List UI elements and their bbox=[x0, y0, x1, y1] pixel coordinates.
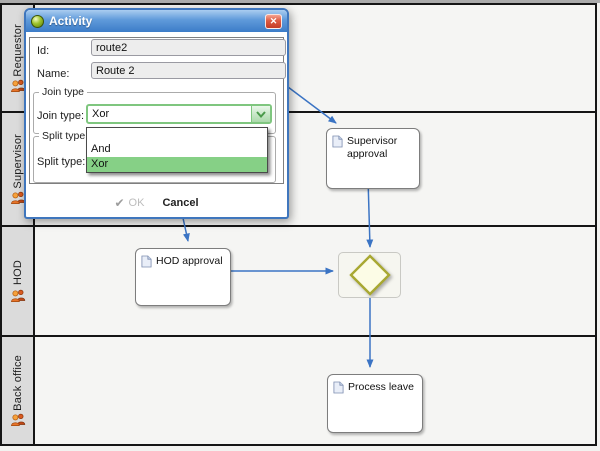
xor-gateway-diamond-icon bbox=[349, 254, 391, 296]
node-gateway[interactable] bbox=[338, 252, 401, 298]
node-hod-approval[interactable]: HOD approval bbox=[135, 248, 231, 306]
lane-label: Requestor bbox=[11, 23, 24, 77]
dialog-body: Id: Name: Join type Join type: Xor Split… bbox=[26, 32, 287, 217]
users-icon bbox=[10, 289, 25, 302]
top-edge-strip bbox=[0, 0, 600, 3]
activity-icon bbox=[31, 14, 44, 28]
lane-back-office: Back office bbox=[2, 335, 595, 444]
combo-trigger[interactable] bbox=[251, 106, 270, 122]
join-type-value: Xor bbox=[92, 108, 110, 120]
lane-body-hod[interactable] bbox=[35, 227, 595, 335]
dialog-footer: ✔ OK Cancel bbox=[26, 196, 287, 210]
users-icon bbox=[10, 414, 25, 427]
cancel-button-label: Cancel bbox=[162, 197, 199, 209]
split-type-label: Split type: bbox=[37, 156, 86, 168]
node-label: HOD approval bbox=[156, 255, 223, 267]
lane-label: Supervisor bbox=[11, 133, 24, 189]
name-label: Name: bbox=[37, 68, 70, 80]
lane-header-hod[interactable]: HOD bbox=[2, 227, 35, 335]
task-document-icon bbox=[333, 381, 344, 394]
users-icon bbox=[10, 192, 25, 205]
split-type-legend: Split type bbox=[39, 130, 89, 142]
id-label: Id: bbox=[37, 45, 50, 57]
cancel-button[interactable]: Cancel bbox=[162, 197, 198, 209]
lane-hod: HOD bbox=[2, 225, 595, 335]
dropdown-option-blank[interactable] bbox=[87, 128, 267, 142]
name-input[interactable] bbox=[91, 62, 286, 79]
lane-header-back-office[interactable]: Back office bbox=[2, 337, 35, 444]
dropdown-option-and[interactable]: And bbox=[91, 143, 111, 155]
close-icon[interactable]: ✕ bbox=[265, 14, 282, 29]
task-document-icon bbox=[141, 255, 152, 268]
task-document-icon bbox=[332, 135, 343, 148]
lane-body-back-office[interactable] bbox=[35, 337, 595, 444]
dialog-title: Activity bbox=[49, 14, 93, 28]
node-process-leave[interactable]: Process leave bbox=[327, 374, 423, 433]
join-type-dropdown-list: And Xor bbox=[86, 127, 268, 173]
ok-button[interactable]: ✔ OK bbox=[114, 196, 144, 210]
check-icon: ✔ bbox=[114, 196, 125, 210]
join-type-combobox[interactable]: Xor bbox=[86, 104, 272, 124]
node-label: Process leave bbox=[348, 381, 414, 393]
join-type-legend: Join type bbox=[39, 86, 88, 98]
chevron-down-icon bbox=[256, 110, 266, 118]
node-label: Supervisor approval bbox=[347, 135, 398, 161]
lane-label: Back office bbox=[11, 354, 24, 411]
lane-label: HOD bbox=[11, 260, 24, 286]
id-input[interactable] bbox=[91, 39, 286, 56]
activity-dialog: Activity ✕ Id: Name: Join type Join type… bbox=[24, 8, 289, 219]
dialog-titlebar[interactable]: Activity ✕ bbox=[26, 10, 287, 32]
dropdown-option-xor[interactable]: Xor bbox=[87, 157, 267, 172]
join-type-label: Join type: bbox=[37, 110, 85, 122]
ok-button-label: OK bbox=[128, 197, 145, 209]
node-supervisor-approval[interactable]: Supervisor approval bbox=[326, 128, 420, 189]
